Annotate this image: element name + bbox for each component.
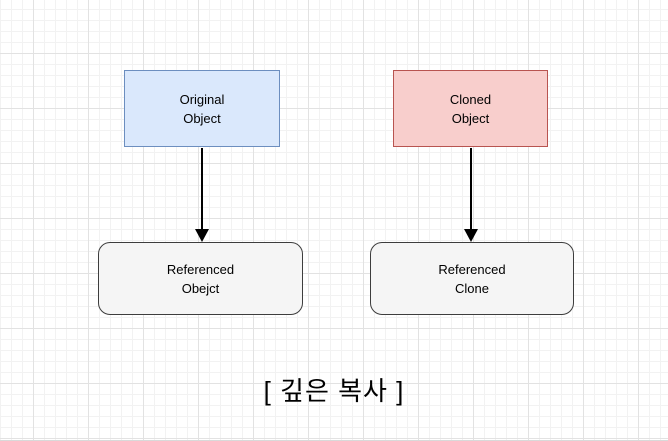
node-original-object: Original Object xyxy=(124,70,280,147)
diagram-caption: [ 깊은 복사 ] xyxy=(263,376,405,406)
arrow-original-to-referenced-line xyxy=(201,148,203,230)
arrowhead-down-icon xyxy=(464,229,478,242)
node-referenced-object: Referenced Obejct xyxy=(98,242,303,315)
node-referenced-clone: Referenced Clone xyxy=(370,242,574,315)
node-cloned-object: Cloned Object xyxy=(393,70,548,147)
arrow-cloned-to-referenced-line xyxy=(470,148,472,230)
arrowhead-down-icon xyxy=(195,229,209,242)
